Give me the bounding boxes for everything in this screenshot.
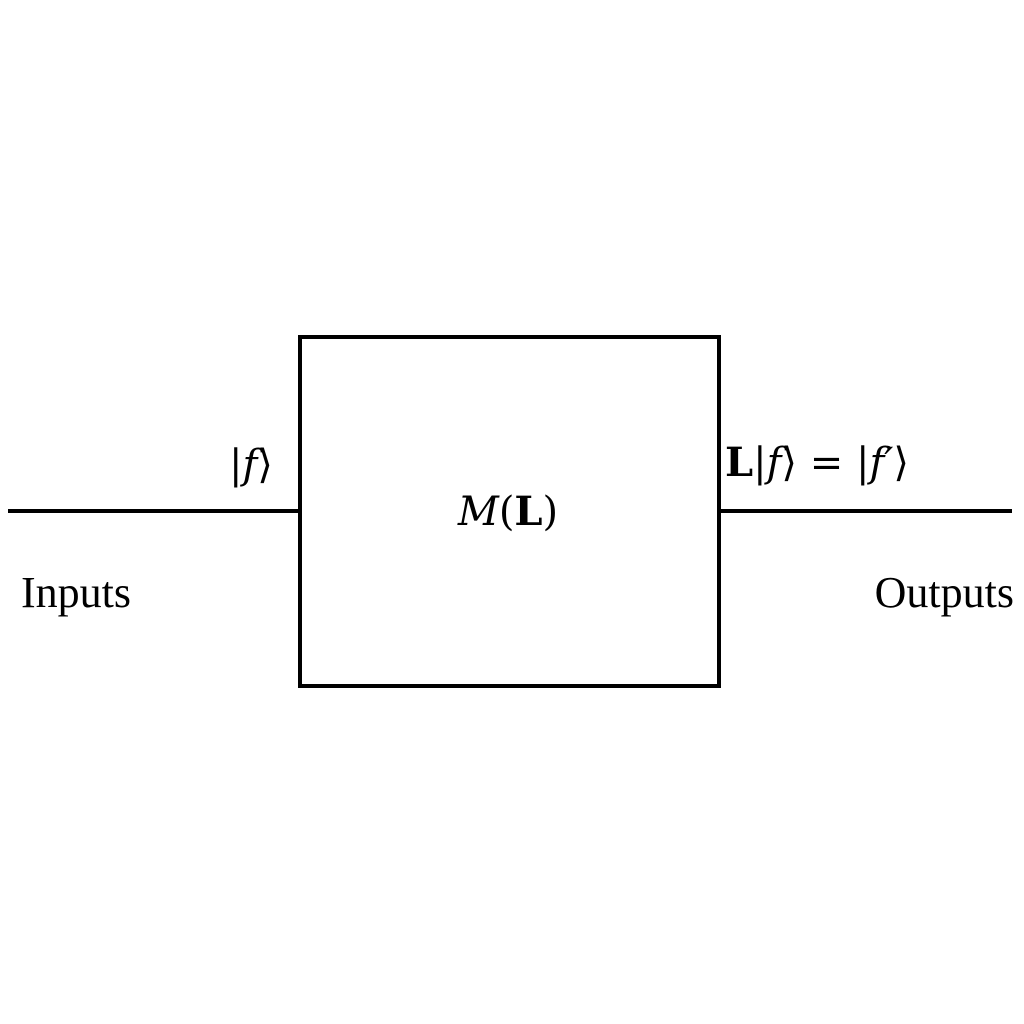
output-state-label: L|f⟩ = |f′⟩: [725, 439, 909, 486]
input-state-close: ⟩: [257, 442, 273, 488]
output-state-rhs-open: |: [856, 440, 869, 486]
output-state-equals: =: [797, 440, 856, 486]
inputs-label: Inputs: [21, 568, 131, 617]
output-state-lhs-close: ⟩: [781, 440, 797, 486]
system-label-func: M: [457, 489, 500, 535]
system-label: M(L): [457, 488, 558, 535]
output-state-rhs-close: ⟩: [893, 440, 909, 486]
system-label-close-paren: ): [543, 489, 559, 535]
output-state-lhs-open: |: [753, 440, 766, 486]
input-state-label: |f⟩: [229, 442, 273, 488]
input-state-open: |: [229, 442, 242, 488]
system-label-open-paren: (: [499, 489, 515, 535]
system-box: [298, 335, 721, 688]
output-state-operator: L: [725, 439, 753, 486]
system-label-operator: L: [514, 488, 542, 535]
outputs-label: Outputs: [875, 568, 1014, 617]
output-state-rhs-symbol: f′: [866, 440, 893, 486]
